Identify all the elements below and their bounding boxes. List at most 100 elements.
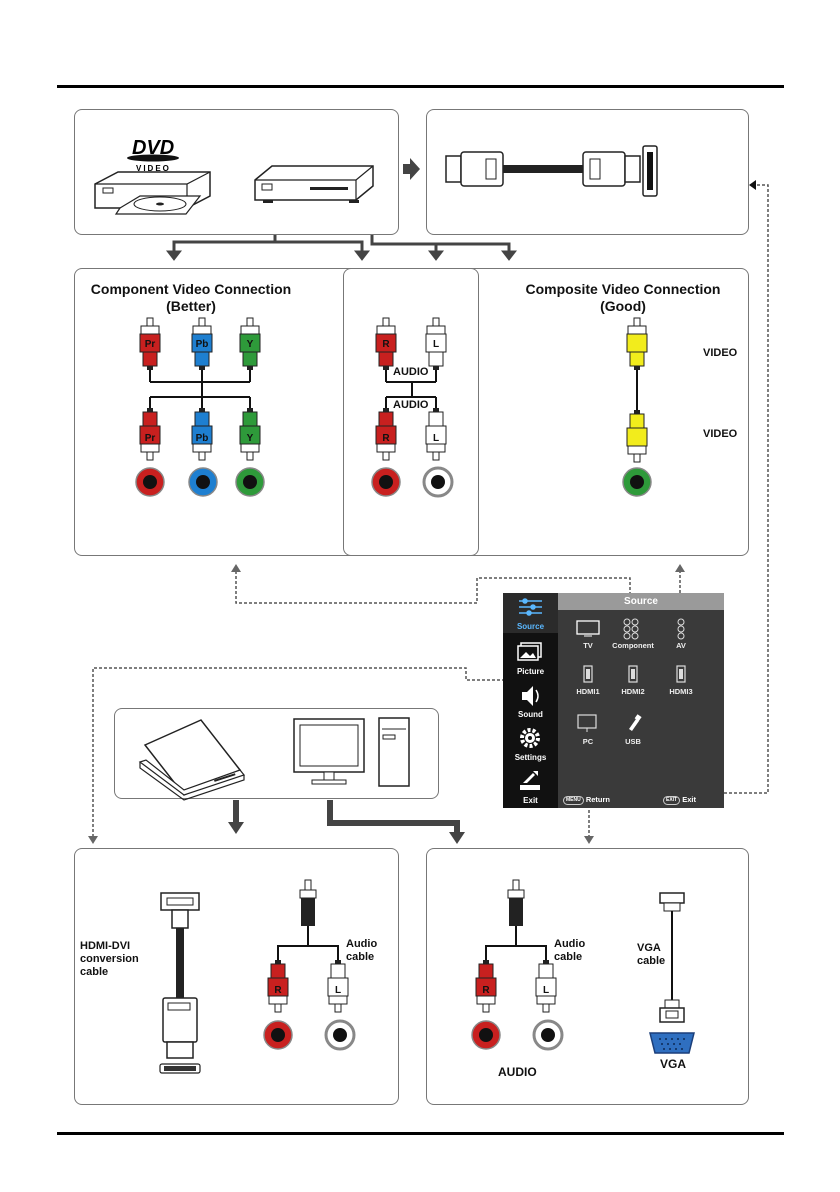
exit-key-badge: EXIT <box>663 795 681 805</box>
composite-title-line2: (Good) <box>600 298 646 314</box>
menu-item-picture[interactable]: Picture <box>503 638 558 678</box>
hdmi-dvi-label-line1: HDMI-DVI <box>80 940 131 952</box>
rca-plug-pb-bottom <box>191 408 213 461</box>
composite-title-line1: Composite Video Connection <box>525 281 721 297</box>
bottom-rule <box>57 1132 784 1135</box>
label-y-bottom: Y <box>247 433 254 444</box>
source-tv[interactable]: TV <box>560 617 616 657</box>
hdmi-dvi-label-line2: conversion <box>80 953 139 965</box>
component-title-line2: (Better) <box>166 298 216 314</box>
menu-item-picture-label: Picture <box>516 667 545 676</box>
source-tv-label: TV <box>583 641 593 650</box>
source-hdmi3[interactable]: HDMI3 <box>653 663 709 703</box>
menu-header: Source <box>558 593 724 610</box>
dvd-player <box>94 171 211 215</box>
label-l-bottom: L <box>433 433 439 444</box>
menu-item-source[interactable]: Source <box>503 593 558 633</box>
video-plug-bottom <box>626 410 648 463</box>
distribution-lines <box>165 235 518 261</box>
rca-plug-pb-top <box>191 317 213 370</box>
source-hdmi2-label: HDMI2 <box>621 687 645 696</box>
component-title: Component Video Connection (Better) <box>76 281 306 315</box>
video-label-bottom: VIDEO <box>703 428 738 440</box>
menu-footer-return[interactable]: MENU Return <box>563 795 610 805</box>
component-ports-icon <box>623 618 639 640</box>
label-l-left-cable: L <box>335 985 341 996</box>
jack-pc-audio-r-left <box>263 1020 293 1050</box>
gear-icon <box>520 728 540 748</box>
vga-port <box>649 1032 695 1054</box>
label-pb-top: Pb <box>196 339 209 350</box>
menu-footer-exit[interactable]: EXIT Exit <box>663 795 696 805</box>
jack-pc-audio-l-left <box>324 1019 356 1051</box>
computer-arrows <box>228 800 465 844</box>
arrowhead-av <box>675 564 685 572</box>
jack-pb <box>188 467 218 497</box>
rca-plug-pr-bottom <box>139 408 161 461</box>
jack-pr <box>135 467 165 497</box>
menu-item-exit-label: Exit <box>523 796 538 805</box>
label-pr-bottom: Pr <box>145 433 156 444</box>
source-hdmi1-label: HDMI1 <box>576 687 600 696</box>
dvd-logo-video: VIDEO <box>136 164 171 173</box>
source-hdmi2[interactable]: HDMI2 <box>605 663 661 703</box>
menu-footer-exit-label: Exit <box>682 795 696 804</box>
label-l-top: L <box>433 339 439 350</box>
source-usb[interactable]: USB <box>605 713 661 753</box>
jack-pc-audio-l-right <box>532 1019 564 1051</box>
audio-label-bg-top <box>390 366 434 378</box>
audio-port-label: AUDIO <box>498 1065 537 1079</box>
laptop <box>138 719 246 801</box>
exit-icon <box>520 771 540 790</box>
audio-plug-l-left <box>327 960 349 1013</box>
audio-wiring <box>385 370 437 408</box>
jack-pc-audio-r-right <box>471 1020 501 1050</box>
rca-plug-l-top <box>425 317 447 370</box>
source-pc[interactable]: PC <box>560 713 616 753</box>
source-av[interactable]: AV <box>653 617 709 657</box>
menu-item-source-label: Source <box>516 622 545 631</box>
source-component[interactable]: Component <box>605 617 661 657</box>
audio-cable-label-left: Audio cable <box>346 938 377 964</box>
menu-item-exit[interactable]: Exit <box>503 767 558 807</box>
jack-video <box>622 467 652 497</box>
hdmi-port-icon <box>583 665 593 683</box>
menu-footer-return-label: Return <box>585 795 610 804</box>
menu-item-sound[interactable]: Sound <box>503 681 558 721</box>
audio-cable-left-line2: cable <box>346 951 375 963</box>
source-hdmi3-label: HDMI3 <box>669 687 693 696</box>
hdmi-port-icon <box>628 665 638 683</box>
audio-cable-right-line2: cable <box>554 951 583 963</box>
audio-plug-r-right <box>475 960 497 1013</box>
composite-title: Composite Video Connection (Good) <box>507 281 739 315</box>
menu-item-sound-label: Sound <box>518 710 543 719</box>
speaker-icon <box>522 686 539 706</box>
menu-item-settings-label: Settings <box>514 753 547 762</box>
source-hdmi1[interactable]: HDMI1 <box>560 663 616 703</box>
label-y-top: Y <box>247 339 254 350</box>
audio-label-bottom: AUDIO <box>393 399 429 411</box>
hdmi-dvi-label-line3: cable <box>80 966 109 978</box>
arrow-to-hdmi <box>403 158 420 180</box>
source-menu: Source Picture Sound Settings <box>503 593 724 808</box>
hdmi-dvi-label: HDMI-DVI conversion cable <box>80 940 139 979</box>
arrowhead-hdmi-dvi <box>88 836 98 844</box>
video-plug-top <box>626 317 648 370</box>
desktop-computer <box>293 717 410 787</box>
label-pb-bottom: Pb <box>196 433 209 444</box>
rca-plug-l-bottom <box>425 408 447 461</box>
vga-cable-label: VGA cable <box>637 942 665 968</box>
source-usb-label: USB <box>625 737 641 746</box>
source-menu-icon <box>519 598 542 616</box>
arrowhead-pc <box>584 836 594 844</box>
label-r-top: R <box>382 339 390 350</box>
menu-item-settings[interactable]: Settings <box>503 724 558 764</box>
rca-plug-r-top <box>375 317 397 370</box>
vga-cable <box>659 892 685 1023</box>
audio-cable-left <box>277 879 339 960</box>
label-l-right-cable: L <box>543 985 549 996</box>
audio-plug-r-left <box>267 960 289 1013</box>
audio-connection-box <box>343 268 479 556</box>
audio-cable-right <box>485 879 547 960</box>
